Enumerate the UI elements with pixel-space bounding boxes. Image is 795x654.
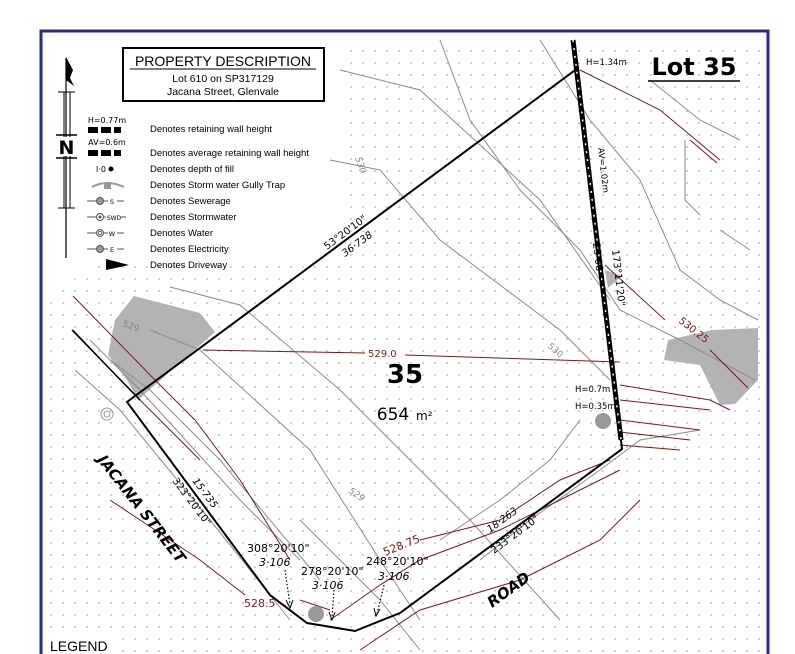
- legend-depth-of-fill: Denotes depth of fill: [150, 164, 234, 175]
- property-description-title: PROPERTY DESCRIPTION: [135, 53, 311, 69]
- legend-retaining-wall-height: Denotes retaining wall height: [150, 124, 272, 135]
- svg-text:25·06: 25·06: [590, 242, 604, 272]
- chord-leaders: [284, 569, 385, 618]
- svg-text:3·106: 3·106: [259, 556, 291, 569]
- lot-area: 654: [377, 405, 409, 425]
- lot-heading: Lot 35: [651, 53, 736, 81]
- shaded-area-west: [108, 296, 215, 400]
- lot-number: 35: [387, 360, 423, 390]
- legend-average-wall-height: Denotes average retaining wall height: [150, 148, 309, 159]
- svg-text:W: W: [109, 230, 116, 238]
- legend: H=0.77m Denotes retaining wall height AV…: [87, 116, 309, 271]
- svg-text:278°20'10": 278°20'10": [301, 565, 364, 578]
- drawing-frame: [39, 29, 770, 654]
- svg-text:S: S: [110, 198, 114, 206]
- legend-electricity: Denotes Electricity: [150, 244, 229, 255]
- svg-text:529.0: 529.0: [368, 349, 397, 360]
- legend-driveway: Denotes Driveway: [150, 260, 227, 271]
- svg-text:248°20'10": 248°20'10": [366, 555, 429, 568]
- dotted-survey-area: [50, 40, 768, 654]
- shaded-area-small: [605, 270, 622, 288]
- driveway-icon: [106, 259, 129, 270]
- legend-stormwater: Denotes Stormwater: [150, 212, 237, 223]
- sewer-manhole: [595, 413, 611, 429]
- svg-text:3·106: 3·106: [312, 579, 344, 592]
- electricity-icon: [96, 245, 104, 253]
- svg-text:AV=0.6m: AV=0.6m: [88, 138, 126, 147]
- legend-heading: LEGEND: [50, 638, 108, 654]
- sewer-manhole: [308, 606, 324, 622]
- wall-height-se-1: H=0.7m: [575, 385, 610, 395]
- property-description-box: [122, 47, 325, 102]
- svg-text:E: E: [110, 246, 114, 254]
- wall-height-se-2: H=0.35m: [575, 402, 616, 412]
- legend-gully-trap: Denotes Storm water Gully Trap: [150, 180, 285, 191]
- legend-sewerage: Denotes Sewerage: [150, 196, 231, 207]
- svg-text:N: N: [59, 137, 75, 159]
- shaded-area-east: [664, 328, 758, 405]
- svg-text:SWD: SWD: [107, 215, 122, 222]
- svg-text:3·106: 3·106: [378, 570, 410, 583]
- legend-water: Denotes Water: [150, 228, 213, 239]
- svg-text:308°20'10": 308°20'10": [247, 542, 310, 555]
- wall-height-north: H=1.34m: [586, 58, 627, 68]
- water-icon: [96, 229, 104, 237]
- svg-text:H=0.77m: H=0.77m: [88, 116, 127, 125]
- property-address: Jacana Street, Glenvale: [167, 86, 279, 98]
- lot-plan-number: Lot 610 on SP317129: [172, 73, 274, 85]
- street-alignment: [71, 329, 141, 401]
- north-arrow-icon: N: [56, 57, 77, 258]
- lot-area-unit: m²: [416, 409, 433, 423]
- svg-text:528.5: 528.5: [244, 597, 276, 610]
- svg-text:I·0: I·0: [96, 165, 106, 174]
- water-valve-icon: [100, 407, 114, 421]
- sewerage-icon: [96, 197, 104, 205]
